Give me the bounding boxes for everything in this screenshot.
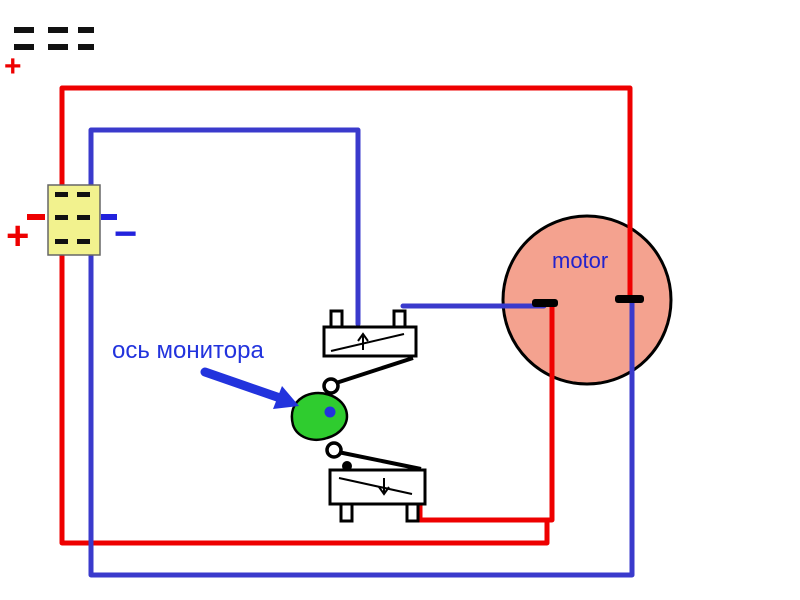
power-connector-pins [55,192,90,244]
wire-blue-bottom [88,247,635,578]
negative-terminal-label: − [114,212,137,256]
lower-switch-body [328,468,427,506]
upper-switch-arrow-icon [357,332,369,350]
cam-annotation-label: ось монитора [112,337,264,364]
cam-axis-dot [324,406,336,418]
lower-switch-roller [325,441,343,459]
negative-terminal-mark [101,214,117,220]
upper-switch-lever [335,356,414,385]
upper-switch-contact [330,333,405,352]
wire-red-top [59,85,633,301]
wire-red-motor-to-lower-switch [417,303,555,523]
upper-switch-roller [322,377,340,395]
motor-label: motor [552,248,608,273]
wire-red-bottom [59,247,550,546]
topleft-plus-label: + [4,50,22,83]
lower-switch-contact [338,477,413,495]
motor-terminal-left [532,299,558,307]
topleft-sketch-marks [14,27,94,50]
pointer-arrow-icon [200,367,299,409]
power-connector [27,184,117,256]
lower-switch-lever [337,450,422,471]
positive-terminal-mark [27,214,45,220]
lower-switch-pin-left [339,502,354,523]
positive-terminal-label: + [6,214,29,258]
wire-blue-top [88,127,361,327]
motor-terminal-right [615,295,644,303]
upper-limit-switch [322,309,418,395]
cam-shape [290,391,349,442]
motor-body [501,214,673,386]
lower-limit-switch [325,441,427,523]
lower-switch-pin-right [405,502,420,523]
lower-switch-arrow-icon [378,478,390,496]
monitor-axis-cam [290,391,349,442]
